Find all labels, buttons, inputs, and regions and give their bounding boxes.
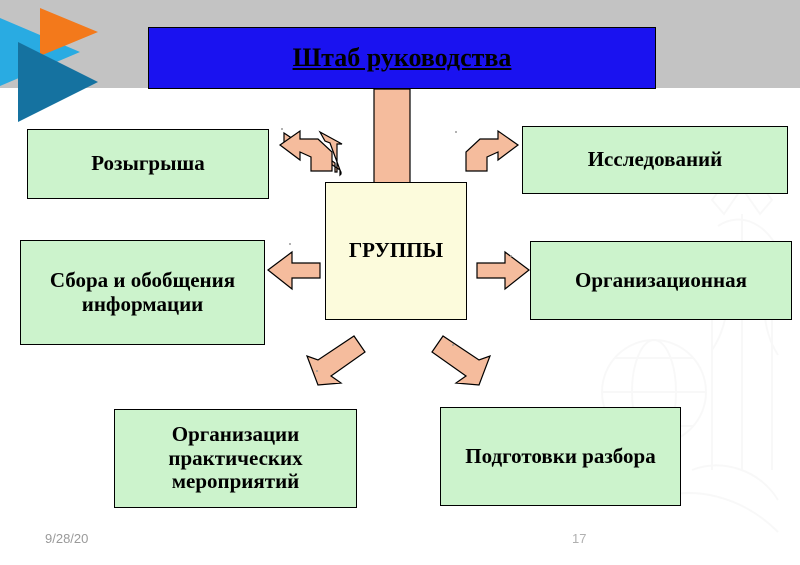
bent-arrow-right-up-glyph: [465, 129, 520, 172]
node-label-rozygrysha: Розыгрыша: [91, 151, 205, 176]
arrow-down-left-icon: [305, 335, 366, 386]
node-label-issledovanij: Исследований: [587, 147, 723, 172]
node-box-sbora: Сбора и обобщения информации: [20, 240, 265, 345]
scan-speck: [316, 370, 318, 372]
node-box-podgotovki: Подготовки разбора: [440, 407, 681, 506]
footer-page-number: 17: [572, 531, 587, 546]
node-box-issledovanij: Исследований: [522, 126, 788, 194]
node-box-organizacionnaya: Организационная: [530, 241, 792, 320]
bent-arrow-left-up-glyph: [278, 129, 333, 172]
scan-speck: [452, 344, 454, 346]
footer-date: 9/28/20: [45, 531, 89, 546]
dark-blue-triangle-icon: [18, 42, 98, 122]
node-label-prakticheskih: Организации практических мероприятий: [168, 422, 303, 494]
bent-arrow-left-up-body-icon: [283, 130, 343, 173]
node-box-prakticheskih: Организации практических мероприятий: [114, 409, 357, 508]
arrow-right-icon: [476, 250, 530, 291]
scan-speck: [281, 128, 283, 130]
center-node-box: ГРУППЫ: [325, 182, 467, 320]
scan-speck: [510, 255, 512, 257]
bent-arrow-left-up-icon: [339, 170, 342, 177]
center-node-label: ГРУППЫ: [348, 238, 444, 263]
node-box-rozygrysha: Розыгрыша: [27, 129, 269, 199]
logo: [0, 0, 150, 135]
page-title: Штаб руководства: [292, 43, 512, 73]
scan-speck: [455, 131, 457, 133]
scan-speck: [289, 243, 291, 245]
arrow-down-right-icon: [431, 335, 492, 386]
node-label-podgotovki: Подготовки разбора: [465, 443, 656, 468]
node-label-organizacionnaya: Организационная: [575, 267, 747, 292]
arrow-left-icon: [267, 250, 321, 291]
node-label-sbora: Сбора и обобщения информации: [49, 267, 236, 316]
slide-title-box: Штаб руководства: [148, 27, 656, 89]
